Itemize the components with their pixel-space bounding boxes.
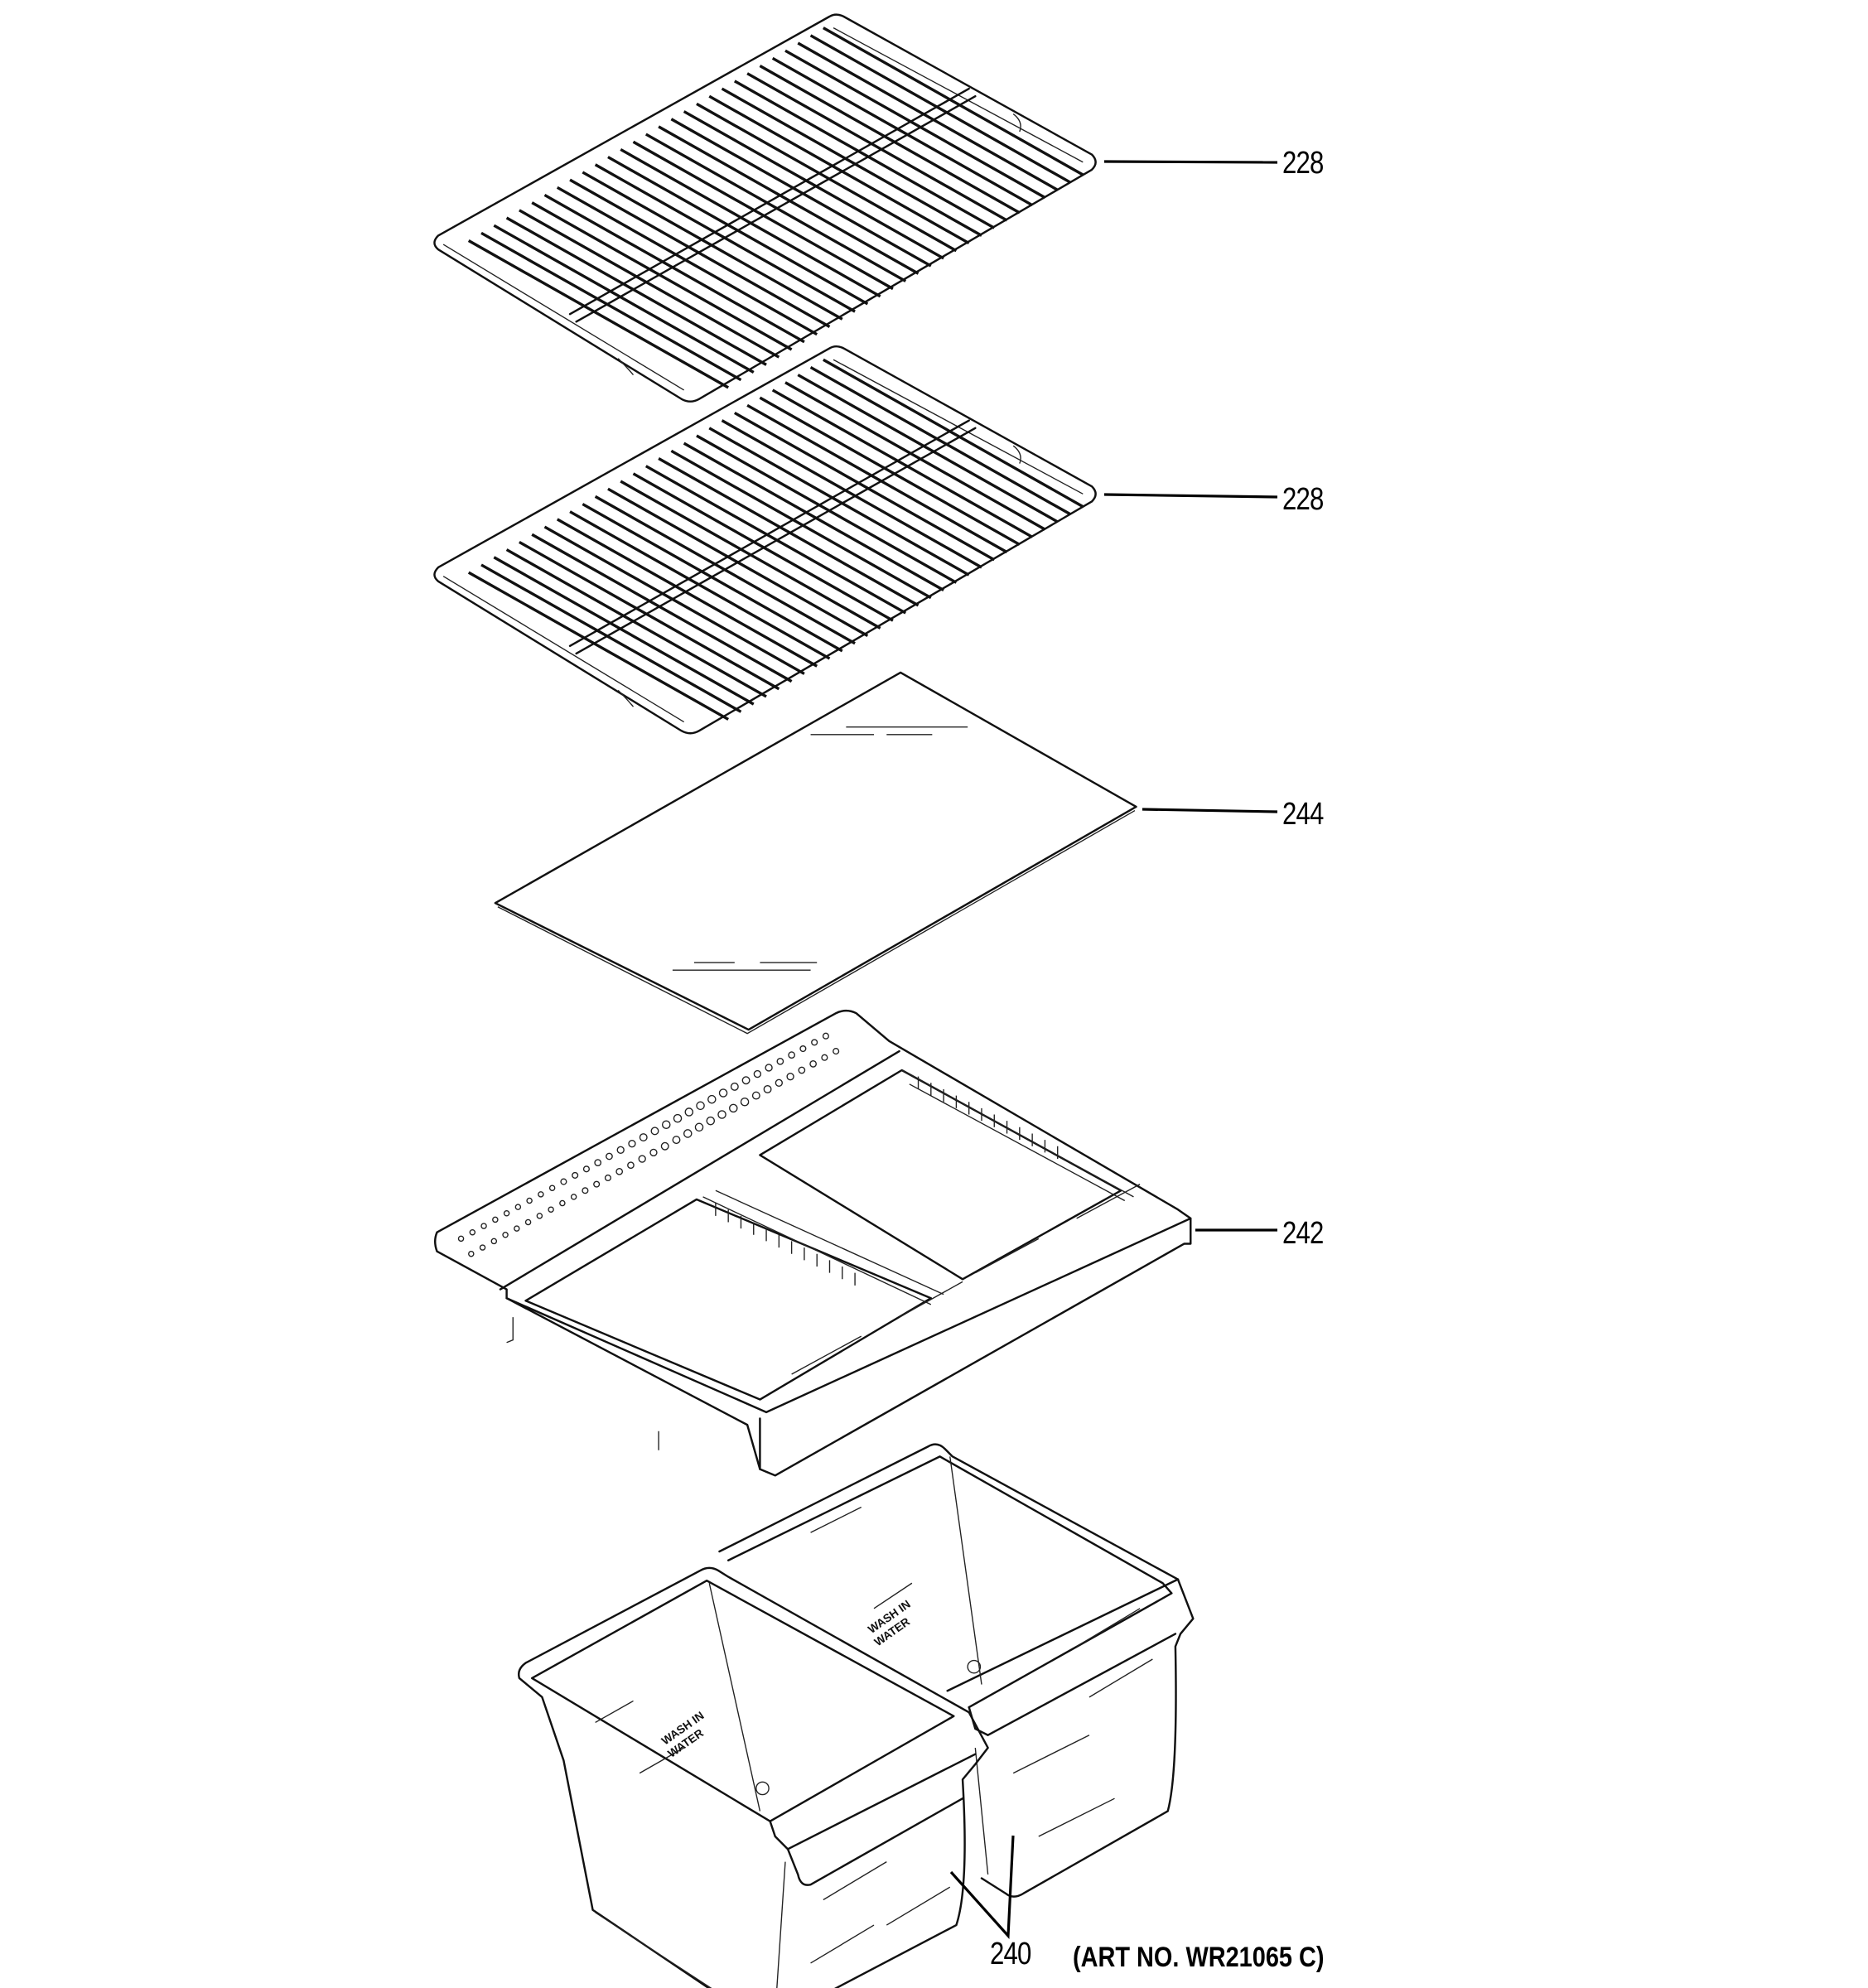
callout-228-upper: 228 [1282,146,1324,181]
vent-holes [457,1032,840,1257]
callout-244: 244 [1282,797,1324,832]
glass-insert [494,671,1137,1035]
crisper-drawer-left: WASH IN WATER [517,1566,989,1988]
crisper-cover-frame [433,1009,1192,1477]
wire-shelf-upper [433,13,1097,403]
crisper-drawer-right: WASH IN WATER [718,1443,1195,1898]
callout-242: 242 [1282,1216,1324,1251]
callout-228-lower: 228 [1282,482,1324,517]
wire-shelf-lower [433,345,1097,735]
leader-lines [949,160,1278,1939]
art-number: (ART NO. WR21065 C) [1073,1942,1325,1973]
callout-240: 240 [990,1937,1031,1971]
